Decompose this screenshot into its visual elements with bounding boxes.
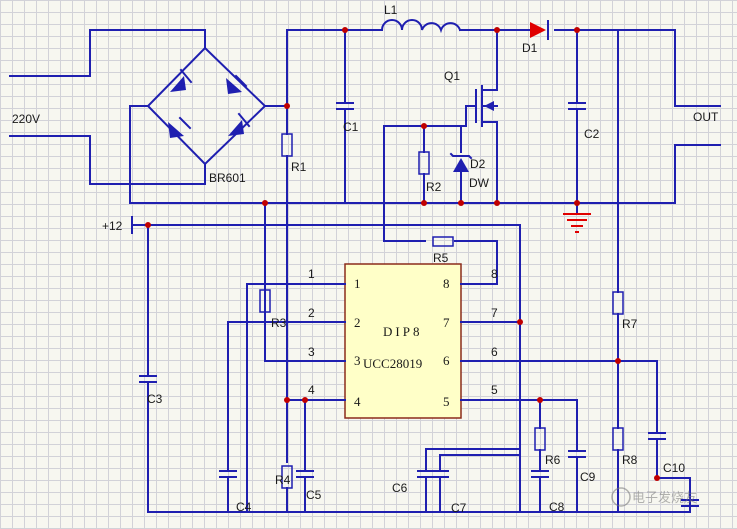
r4-label: R4 <box>275 473 291 487</box>
capacitor-c9: C9 <box>568 450 596 513</box>
pin-6-label: 6 <box>491 345 498 359</box>
junction-dot <box>494 27 500 33</box>
diode-d1-label: D1 <box>522 41 538 55</box>
pin-4-label: 4 <box>308 383 315 397</box>
bridge-diode-2 <box>226 74 248 94</box>
junction-dot <box>145 222 151 228</box>
bridge-diode-3 <box>168 116 192 138</box>
supply-label: +12 <box>102 219 123 233</box>
r6-label: R6 <box>545 453 561 467</box>
capacitor-c5: C5 <box>296 399 322 513</box>
diode-d1: D1 <box>522 20 549 55</box>
c3-label: C3 <box>147 392 163 406</box>
junction-dot <box>458 200 464 206</box>
c6-label: C6 <box>392 481 408 495</box>
bridge-rectifier: BR601 <box>129 46 288 204</box>
ic-part-label: UCC28019 <box>363 356 422 371</box>
c8-label: C8 <box>549 500 565 514</box>
zener-d2: D2 DW <box>449 125 490 204</box>
c2-label: C2 <box>584 127 600 141</box>
inductor-l1: L1 <box>380 3 462 34</box>
capacitor-c10: C10 <box>648 432 699 513</box>
pin-1-label: 1 <box>308 267 315 281</box>
capacitor-c3: C3 <box>139 224 163 513</box>
watermark: 电子发烧友 <box>611 487 697 507</box>
pin-3-label: 3 <box>308 345 315 359</box>
inductor-label: L1 <box>384 3 398 17</box>
resistor-r2: R2 <box>418 125 442 204</box>
ground-symbol <box>563 213 591 233</box>
resistor-r5: R5 <box>432 236 454 265</box>
junction-dot <box>262 200 268 206</box>
pin-8-label: 8 <box>491 267 498 281</box>
resistor-r7: R7 <box>612 29 638 429</box>
capacitor-c6-c7: C6 C7 <box>392 448 521 515</box>
ic-pin-4-num: 4 <box>354 394 361 409</box>
bridge-label: BR601 <box>209 171 246 185</box>
r1-label: R1 <box>291 160 307 174</box>
resistor-r3: R3 <box>259 289 287 330</box>
junction-dot <box>615 358 621 364</box>
mosfet-q1: Q1 <box>444 29 498 204</box>
dc-rail: OUT <box>129 29 721 204</box>
junction-dot <box>284 103 290 109</box>
r7-label: R7 <box>622 317 638 331</box>
zener-label: D2 <box>470 157 486 171</box>
capacitor-c1: C1 <box>336 29 359 204</box>
c5-label: C5 <box>306 488 322 502</box>
ic-pin-3-num: 3 <box>354 353 361 368</box>
supply-12v: +12 <box>102 216 521 513</box>
capacitor-c2: C2 <box>568 29 600 215</box>
resistor-r8: R8 <box>612 427 638 513</box>
capacitor-c4: C4 <box>219 470 252 514</box>
c1-label: C1 <box>343 120 359 134</box>
junction-dot <box>537 397 543 403</box>
bridge-diode-1 <box>170 68 193 92</box>
pin-2-label: 2 <box>308 306 315 320</box>
ic-package-label: DIP8 <box>383 324 422 339</box>
r3-label: R3 <box>271 316 287 330</box>
junction-dot <box>302 397 308 403</box>
junction-dot <box>421 200 427 206</box>
bridge-diode-4 <box>228 112 251 136</box>
junction-dot <box>421 123 427 129</box>
junction-dot <box>574 200 580 206</box>
watermark-text: 电子发烧友 <box>632 490 697 506</box>
junction-dot <box>654 475 660 481</box>
junction-dots <box>145 27 660 481</box>
resistor-r4: R4 <box>275 465 293 513</box>
ic-pin-7-num: 7 <box>443 315 450 330</box>
input-label: 220V <box>12 112 40 126</box>
junction-dot <box>574 27 580 33</box>
capacitor-c8: C8 <box>531 470 565 514</box>
c10-label: C10 <box>663 461 685 475</box>
ac-input: 220V <box>9 29 206 185</box>
ic-pin-6-num: 6 <box>443 353 450 368</box>
ic-pin-1-num: 1 <box>354 276 361 291</box>
pin-5-label: 5 <box>491 383 498 397</box>
output-label: OUT <box>693 110 719 124</box>
ic-pin-2-num: 2 <box>354 315 361 330</box>
junction-dot <box>284 397 290 403</box>
junction-dot <box>517 319 523 325</box>
pin-7-label: 7 <box>491 306 498 320</box>
resistor-r6: R6 <box>534 399 561 471</box>
ic-pin-8-num: 8 <box>443 276 450 291</box>
r8-label: R8 <box>622 453 638 467</box>
zener-sub-label: DW <box>469 176 490 190</box>
junction-dot <box>342 27 348 33</box>
resistor-r1: R1 <box>281 105 307 463</box>
junction-dot <box>494 200 500 206</box>
c4-label: C4 <box>236 500 252 514</box>
c9-label: C9 <box>580 470 596 484</box>
r2-label: R2 <box>426 180 442 194</box>
ic-pin-5-num: 5 <box>443 394 450 409</box>
r5-label: R5 <box>433 251 449 265</box>
mosfet-label: Q1 <box>444 69 460 83</box>
ic-pin-wires: 1 2 3 4 8 7 6 5 <box>227 202 658 513</box>
ic-ucc28019: DIP8 UCC28019 1 2 3 4 8 7 6 5 <box>344 263 462 419</box>
c7-label: C7 <box>451 501 467 515</box>
